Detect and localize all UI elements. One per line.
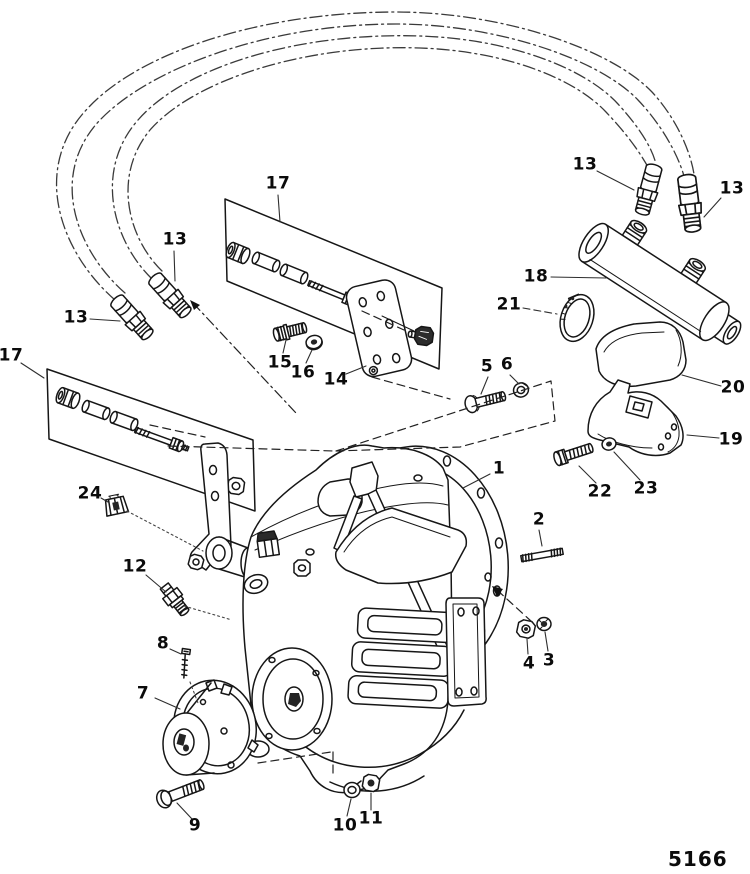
lock-washer-10 (343, 780, 362, 799)
leader-13-15 (703, 197, 722, 218)
leader-8-7 (169, 648, 182, 655)
callout-4-3: 4 (522, 653, 536, 674)
hose-lower (111, 35, 657, 280)
leader-14-16 (345, 365, 367, 375)
transmission-housing (242, 444, 509, 794)
install-guides-dotted (126, 510, 233, 704)
install-arrows (190, 300, 503, 597)
leader-20-23 (681, 374, 722, 387)
leader-1-0 (462, 473, 491, 489)
leader-13-13 (89, 318, 121, 322)
callout-13-13: 13 (63, 307, 89, 328)
leader-15-17 (282, 339, 287, 354)
cover-bracket-19 (587, 379, 684, 457)
drive-coupler-7 (162, 679, 259, 776)
callout-5-4: 5 (480, 356, 494, 377)
leader-3-2 (544, 631, 549, 652)
nut-11 (361, 773, 381, 793)
leader-22-25 (578, 465, 597, 484)
hose-upper (55, 11, 695, 301)
figure-code: 5166 (668, 847, 728, 871)
bolt-22 (553, 442, 594, 467)
leader-12-11 (145, 574, 167, 593)
callout-20-23: 20 (720, 377, 746, 398)
bolt-5 (464, 391, 507, 414)
install-guides (149, 302, 556, 777)
washer-23 (601, 437, 617, 451)
callout-6-5: 6 (500, 354, 514, 375)
callout-11-10: 11 (358, 808, 384, 829)
screw-8 (181, 647, 192, 679)
bolt-15 (272, 322, 308, 342)
leader-5-4 (480, 376, 489, 395)
stud-2 (520, 547, 564, 563)
leader-16-18 (305, 349, 313, 364)
callout-leader-lines (20, 170, 722, 820)
callout-19-22: 19 (718, 429, 744, 450)
callout-2-1: 2 (532, 509, 546, 530)
leader-13-14 (596, 170, 635, 191)
leader-17-19 (277, 194, 281, 223)
callout-23-26: 23 (633, 478, 659, 499)
callout-15-17: 15 (267, 352, 293, 373)
callout-10-9: 10 (332, 815, 358, 836)
callout-3-2: 3 (542, 650, 556, 671)
leader-24-27 (100, 497, 109, 503)
leader-4-3 (526, 638, 529, 655)
leader-6-5 (509, 374, 520, 385)
callout-18-21: 18 (523, 266, 549, 287)
lock-washer-3 (536, 616, 552, 632)
bolt-9 (155, 779, 205, 809)
callout-17-19: 17 (265, 173, 291, 194)
mounting-bracket-14 (345, 279, 435, 378)
leader-13-12 (173, 250, 176, 282)
callout-8-7: 8 (156, 633, 170, 654)
callout-7-6: 7 (136, 683, 150, 704)
leader-18-21 (550, 276, 607, 279)
callout-9-8: 9 (188, 815, 202, 836)
oil-cooler-18 (578, 219, 742, 345)
leader-9-8 (176, 802, 193, 820)
callout-13-14: 13 (572, 154, 598, 175)
leader-19-22 (686, 434, 720, 439)
hex-plug (407, 325, 435, 347)
leader-7-6 (154, 697, 181, 710)
callout-13-15: 13 (719, 178, 745, 199)
callout-24-27: 24 (77, 483, 103, 504)
nut-4 (515, 619, 537, 639)
callout-16-18: 16 (290, 362, 316, 383)
leader-23-26 (613, 451, 641, 481)
hose-clamp-21 (559, 293, 595, 343)
callout-22-25: 22 (587, 481, 613, 502)
callout-12-11: 12 (122, 556, 148, 577)
washer-16 (305, 334, 323, 351)
leader-17-20 (20, 362, 45, 379)
callout-21-24: 21 (496, 294, 522, 315)
callout-14-16: 14 (323, 369, 349, 390)
leader-10-9 (346, 798, 352, 817)
callout-1-0: 1 (492, 458, 506, 479)
leader-2-1 (538, 529, 543, 547)
callout-13-12: 13 (162, 229, 188, 250)
sender-12 (159, 582, 190, 617)
callout-17-20: 17 (0, 345, 24, 366)
leader-21-24 (522, 307, 558, 315)
